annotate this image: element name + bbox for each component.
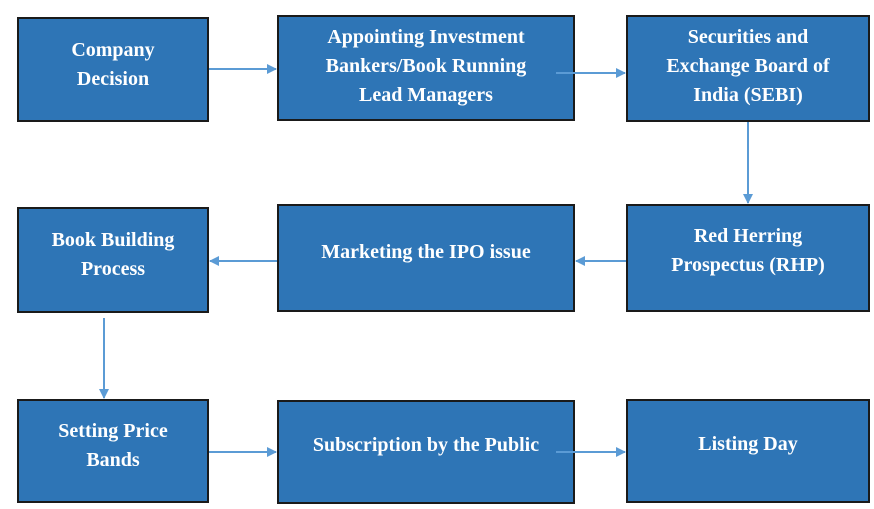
step-label-line: Appointing Investment — [327, 26, 525, 48]
step-label-line: Book Building — [51, 229, 175, 251]
step-label-line: Lead Managers — [359, 84, 493, 106]
step-listing-day: Listing Day — [626, 399, 870, 503]
step-label-line: Marketing the IPO issue — [321, 241, 531, 263]
step-company-decision: Company Decision — [17, 17, 209, 122]
step-appointing-bankers: Appointing Investment Bankers/Book Runni… — [277, 15, 575, 121]
step-subscription: Subscription by the Public — [277, 400, 575, 504]
step-label-line: Bankers/Book Running — [325, 55, 527, 77]
step-label-line: Bands — [86, 449, 140, 471]
step-label-line: Setting Price — [58, 420, 168, 442]
step-label-line: Exchange Board of — [666, 55, 830, 77]
step-book-building: Book Building Process — [17, 207, 209, 313]
step-label-line: Process — [80, 258, 146, 280]
step-price-bands: Setting Price Bands — [17, 399, 209, 503]
step-label-line: Listing Day — [698, 433, 798, 455]
step-label-line: Securities and — [687, 26, 809, 48]
step-label-line: Decision — [76, 68, 150, 90]
step-label-line: Red Herring — [693, 225, 803, 247]
step-label-line: Company — [71, 39, 155, 61]
step-rhp: Red Herring Prospectus (RHP) — [626, 204, 870, 312]
step-marketing: Marketing the IPO issue — [277, 204, 575, 312]
step-sebi: Securities and Exchange Board of India (… — [626, 15, 870, 122]
step-label-line: Prospectus (RHP) — [671, 254, 825, 276]
step-label-line: Subscription by the Public — [312, 434, 540, 456]
step-label-line: India (SEBI) — [693, 84, 803, 106]
